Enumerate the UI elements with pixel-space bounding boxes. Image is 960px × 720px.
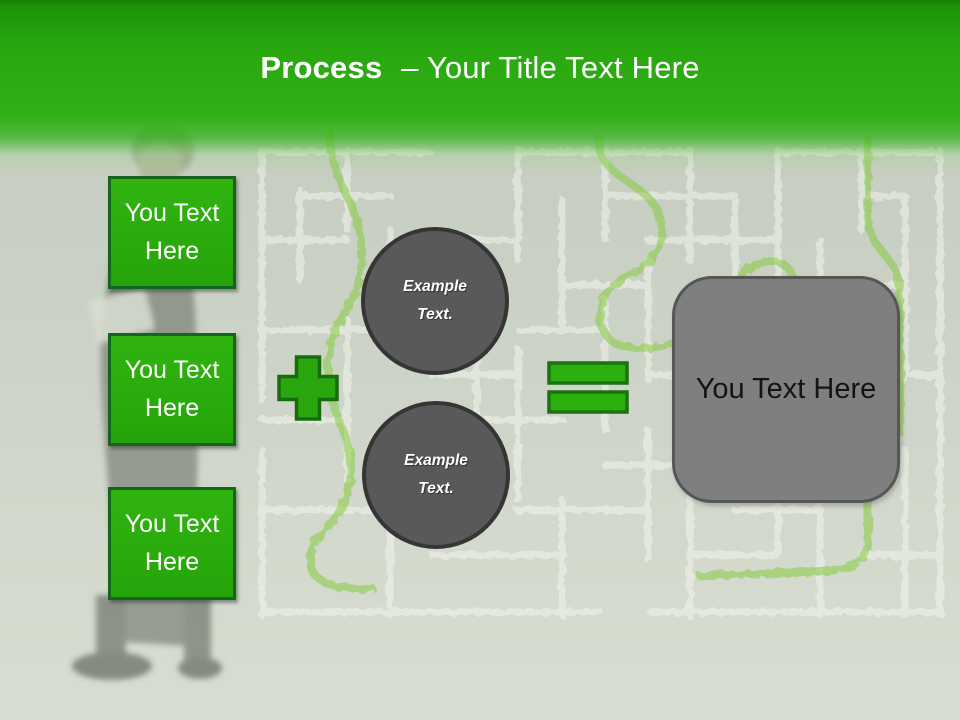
example-circle-2-label: Example Text. xyxy=(404,452,468,497)
result-box[interactable]: You Text Here xyxy=(672,276,900,503)
example-circle-1[interactable]: Example Text. xyxy=(361,227,509,375)
equals-icon[interactable] xyxy=(546,360,630,416)
slide-title-rest-text: – Your Title Text Here xyxy=(401,50,700,85)
plus-icon[interactable] xyxy=(276,354,340,422)
text-box-3[interactable]: You Text Here xyxy=(108,487,236,600)
text-box-1-label: You Text Here xyxy=(124,199,220,265)
example-circle-1-label: Example Text. xyxy=(403,278,467,323)
example-circle-2[interactable]: Example Text. xyxy=(362,401,510,549)
text-box-3-label: You Text Here xyxy=(124,510,220,576)
text-box-2[interactable]: You Text Here xyxy=(108,333,236,446)
text-box-1[interactable]: You Text Here xyxy=(108,176,236,289)
result-box-label: You Text Here xyxy=(695,373,877,405)
slide-title[interactable]: Process – Your Title Text Here xyxy=(0,50,960,86)
slide-title-bold-text: Process xyxy=(260,50,383,85)
text-box-2-label: You Text Here xyxy=(124,356,220,422)
